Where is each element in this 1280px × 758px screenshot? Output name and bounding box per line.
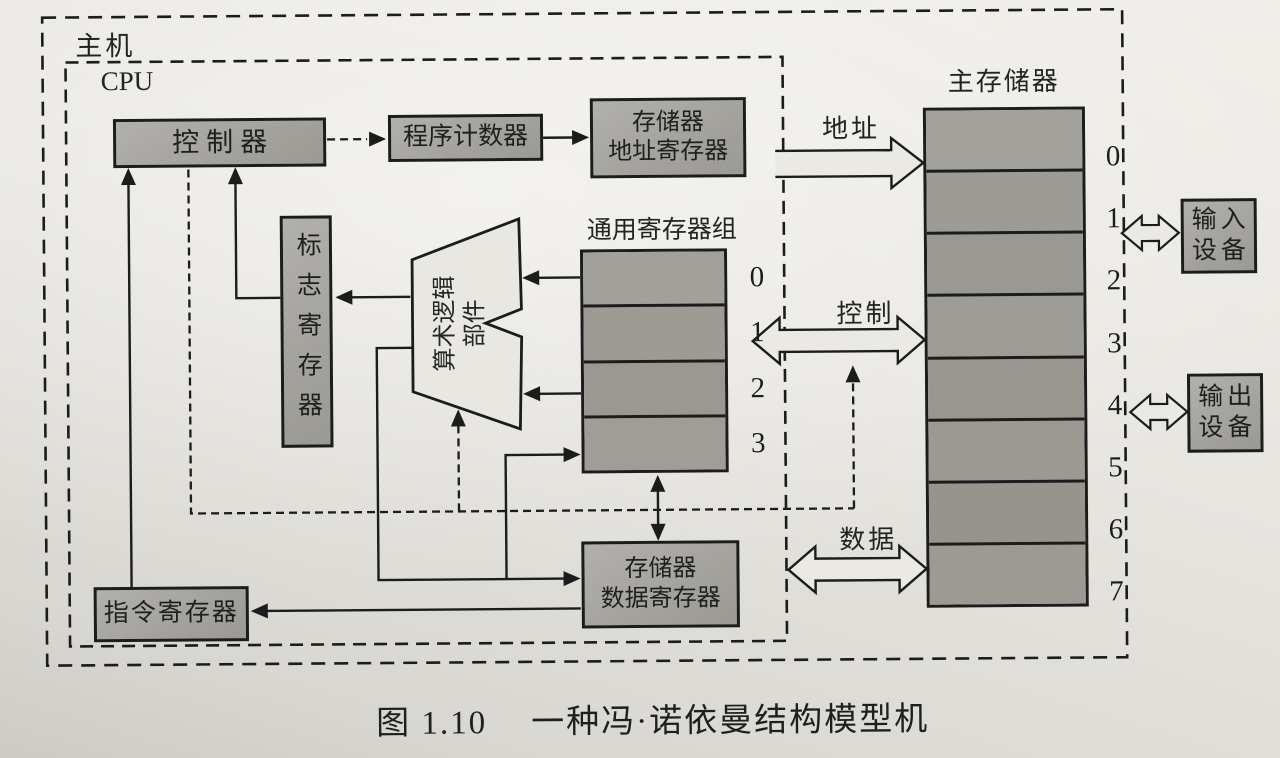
- alu-label-line2: 部件: [462, 299, 489, 348]
- memory-cell-6: 6: [928, 479, 1123, 545]
- mdr-label-line2: 数据寄存器: [600, 584, 721, 612]
- register-index: 1: [750, 316, 765, 349]
- memory-address: 6: [1108, 513, 1124, 546]
- wire-alu-to-flag: [335, 289, 411, 305]
- input-device-box: 输入 设备: [1180, 198, 1258, 274]
- memory-cell-0: 0: [925, 109, 1120, 172]
- memory-cell-4: 4: [927, 355, 1122, 421]
- controller-label: 控制器: [172, 126, 275, 158]
- register-cell-2: 2: [583, 358, 765, 416]
- figure-number: 图 1.10: [376, 705, 488, 743]
- register-file: 0 1 2 3: [579, 248, 766, 474]
- input-device-line2: 设备: [1191, 236, 1251, 265]
- wire-pc-to-mar: [543, 130, 590, 146]
- host-frame: [40, 7, 1129, 667]
- input-io-arrow: [1120, 213, 1181, 253]
- flag-register-box: 标志寄存器: [279, 215, 334, 448]
- data-bus-arrow: [786, 543, 929, 596]
- flag-register-label: 标志寄存器: [293, 231, 322, 432]
- main-memory: 0 1 2 3 4 5 6 7: [922, 106, 1124, 608]
- alu-label: 算术逻辑 部件: [430, 248, 493, 398]
- memory-data-register-box: 存储器 数据寄存器: [581, 540, 740, 629]
- wire-controller-to-pc: [327, 131, 387, 147]
- host-label: 主机: [75, 30, 136, 62]
- figure-caption: 图 1.10 一种冯·诺依曼结构模型机: [2, 689, 1280, 747]
- memory-address: 4: [1107, 388, 1123, 421]
- register-cell-3: 3: [584, 414, 766, 471]
- output-device-line1: 输出: [1198, 383, 1257, 411]
- wire-controller-control-trunk: [187, 169, 861, 515]
- cpu-label: CPU: [100, 65, 154, 97]
- register-index: 3: [750, 427, 766, 460]
- address-bus-arrow: [775, 135, 926, 191]
- mar-label-line1: 存储器: [631, 109, 705, 136]
- register-cell-0: 0: [582, 251, 764, 305]
- memory-address: 1: [1106, 202, 1121, 235]
- controller-box: 控制器: [112, 117, 327, 169]
- figure-title: 一种冯·诺依曼结构模型机: [531, 701, 930, 741]
- output-device-line2: 设备: [1198, 413, 1257, 442]
- input-device-line1: 输入: [1191, 206, 1250, 234]
- register-file-title: 通用寄存器组: [586, 216, 737, 245]
- output-device-box: 输出 设备: [1186, 373, 1264, 453]
- memory-cell-1: 1: [926, 168, 1121, 235]
- wire-regfile-mdr-duplex: [650, 474, 666, 541]
- memory-address: 3: [1107, 326, 1122, 359]
- program-counter-box: 程序计数器: [387, 113, 544, 162]
- memory-address: 7: [1109, 575, 1124, 608]
- instruction-register-box: 指令寄存器: [93, 586, 250, 643]
- program-counter-label: 程序计数器: [402, 123, 529, 152]
- wire-ir-to-controller: [120, 168, 136, 588]
- alu-label-line1: 算术逻辑: [432, 275, 459, 372]
- output-io-arrow: [1128, 392, 1189, 432]
- wire-alu-out-to-mdr: [375, 346, 581, 587]
- instruction-register-label: 指令寄存器: [103, 599, 239, 628]
- memory-cell-3: 3: [927, 292, 1122, 359]
- mdr-label-line1: 存储器: [624, 555, 697, 583]
- memory-address-register-box: 存储器 地址寄存器: [589, 97, 747, 179]
- mar-label-line2: 地址寄存器: [608, 138, 729, 166]
- memory-address: 5: [1108, 450, 1123, 484]
- memory-address: 2: [1106, 264, 1122, 297]
- main-memory-title: 主存储器: [947, 66, 1060, 97]
- wire-alu-out-to-reg3: [504, 447, 581, 579]
- control-bus-label: 控制: [836, 298, 895, 329]
- register-index: 2: [750, 371, 766, 404]
- wire-reg0-to-alu: [522, 270, 581, 286]
- memory-cell-7: 7: [929, 541, 1124, 607]
- memory-cell-5: 5: [928, 417, 1123, 483]
- address-bus-label: 地址: [821, 114, 881, 144]
- memory-cell-2: 2: [926, 230, 1121, 297]
- data-bus-label: 数据: [839, 524, 898, 555]
- control-bus-arrow: [750, 314, 927, 367]
- wire-flag-to-controller: [227, 167, 281, 300]
- register-index: 0: [749, 261, 765, 294]
- memory-address: 0: [1105, 140, 1121, 173]
- wire-mdr-to-ir: [250, 603, 581, 619]
- alu-shape: [410, 216, 524, 431]
- register-cell-1: 1: [583, 303, 765, 360]
- wire-reg2-to-alu: [523, 386, 582, 402]
